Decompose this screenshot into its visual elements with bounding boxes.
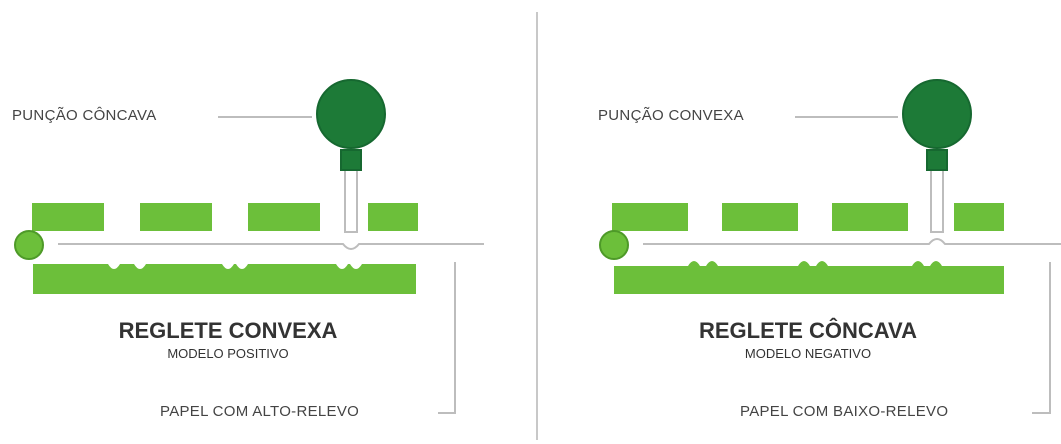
hinge-circle	[599, 230, 629, 260]
base-plate	[33, 264, 416, 294]
paper-label: PAPEL COM ALTO-RELEVO	[160, 403, 360, 420]
guide-block-2	[140, 203, 212, 231]
stylus-neck	[340, 149, 362, 171]
reglete-subtitle: MODELO NEGATIVO	[744, 346, 872, 361]
panel-divider	[536, 12, 538, 440]
punch-label: PUNÇÃO CÔNCAVA	[12, 107, 157, 124]
reglete-title: REGLETE CONVEXA	[118, 318, 338, 343]
stylus-ball	[316, 79, 386, 149]
left-panel: PUNÇÃO CÔNCAVA REGLETE CONVEXA MODELO PO…	[0, 0, 530, 444]
guide-block-4	[368, 203, 418, 231]
paper-line	[58, 243, 484, 250]
base-plate	[614, 261, 1004, 294]
guide-block-4	[954, 203, 1004, 231]
stylus-neck	[926, 149, 948, 171]
right-diagram	[599, 79, 1061, 414]
reglete-subtitle: MODELO POSITIVO	[167, 346, 289, 361]
paper-bracket	[438, 262, 456, 414]
paper-bracket	[1032, 262, 1051, 414]
guide-block-3	[248, 203, 320, 231]
guide-block-2	[722, 203, 798, 231]
hinge-circle	[14, 230, 44, 260]
stylus-shaft	[344, 167, 358, 233]
punch-label: PUNÇÃO CONVEXA	[598, 107, 744, 124]
guide-block-1	[32, 203, 104, 231]
guide-block-1	[612, 203, 688, 231]
guide-block-3	[832, 203, 908, 231]
reglete-title: REGLETE CÔNCAVA	[699, 318, 917, 343]
paper-line	[643, 238, 1061, 245]
left-diagram	[14, 79, 484, 414]
right-panel: PUNÇÃO CONVEXA REGLETE CÔNCAVA MODELO NE…	[540, 0, 1061, 444]
paper-label: PAPEL COM BAIXO-RELEVO	[740, 403, 949, 420]
stylus-shaft	[930, 167, 944, 233]
stylus-ball	[902, 79, 972, 149]
